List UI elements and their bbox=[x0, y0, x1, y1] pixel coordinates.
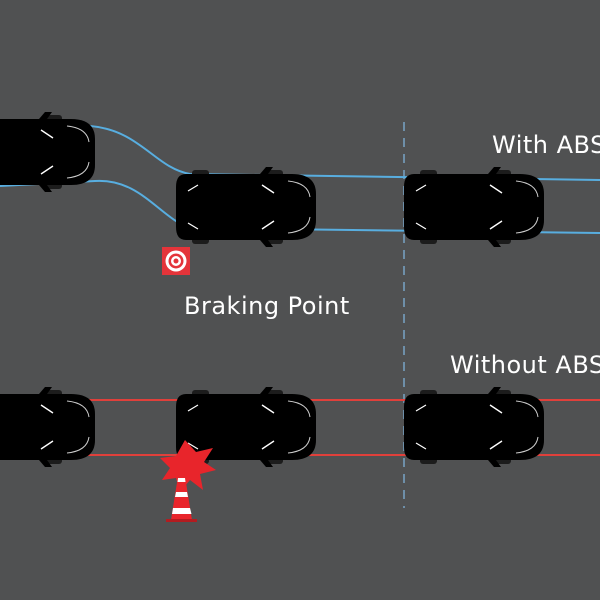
braking-point-label: Braking Point bbox=[184, 292, 350, 320]
with-abs-car-end bbox=[403, 166, 545, 248]
target-icon bbox=[162, 247, 190, 275]
with-abs-car-braking bbox=[175, 166, 317, 248]
with-abs-car-start bbox=[0, 111, 96, 193]
without-abs-car-end bbox=[403, 386, 545, 468]
without-abs-label: Without ABS bbox=[450, 351, 600, 379]
with-abs-label: With ABS bbox=[492, 131, 600, 159]
collision-burst-icon bbox=[160, 440, 216, 492]
without-abs-car-start bbox=[0, 386, 96, 468]
traffic-cone-icon bbox=[166, 470, 197, 522]
